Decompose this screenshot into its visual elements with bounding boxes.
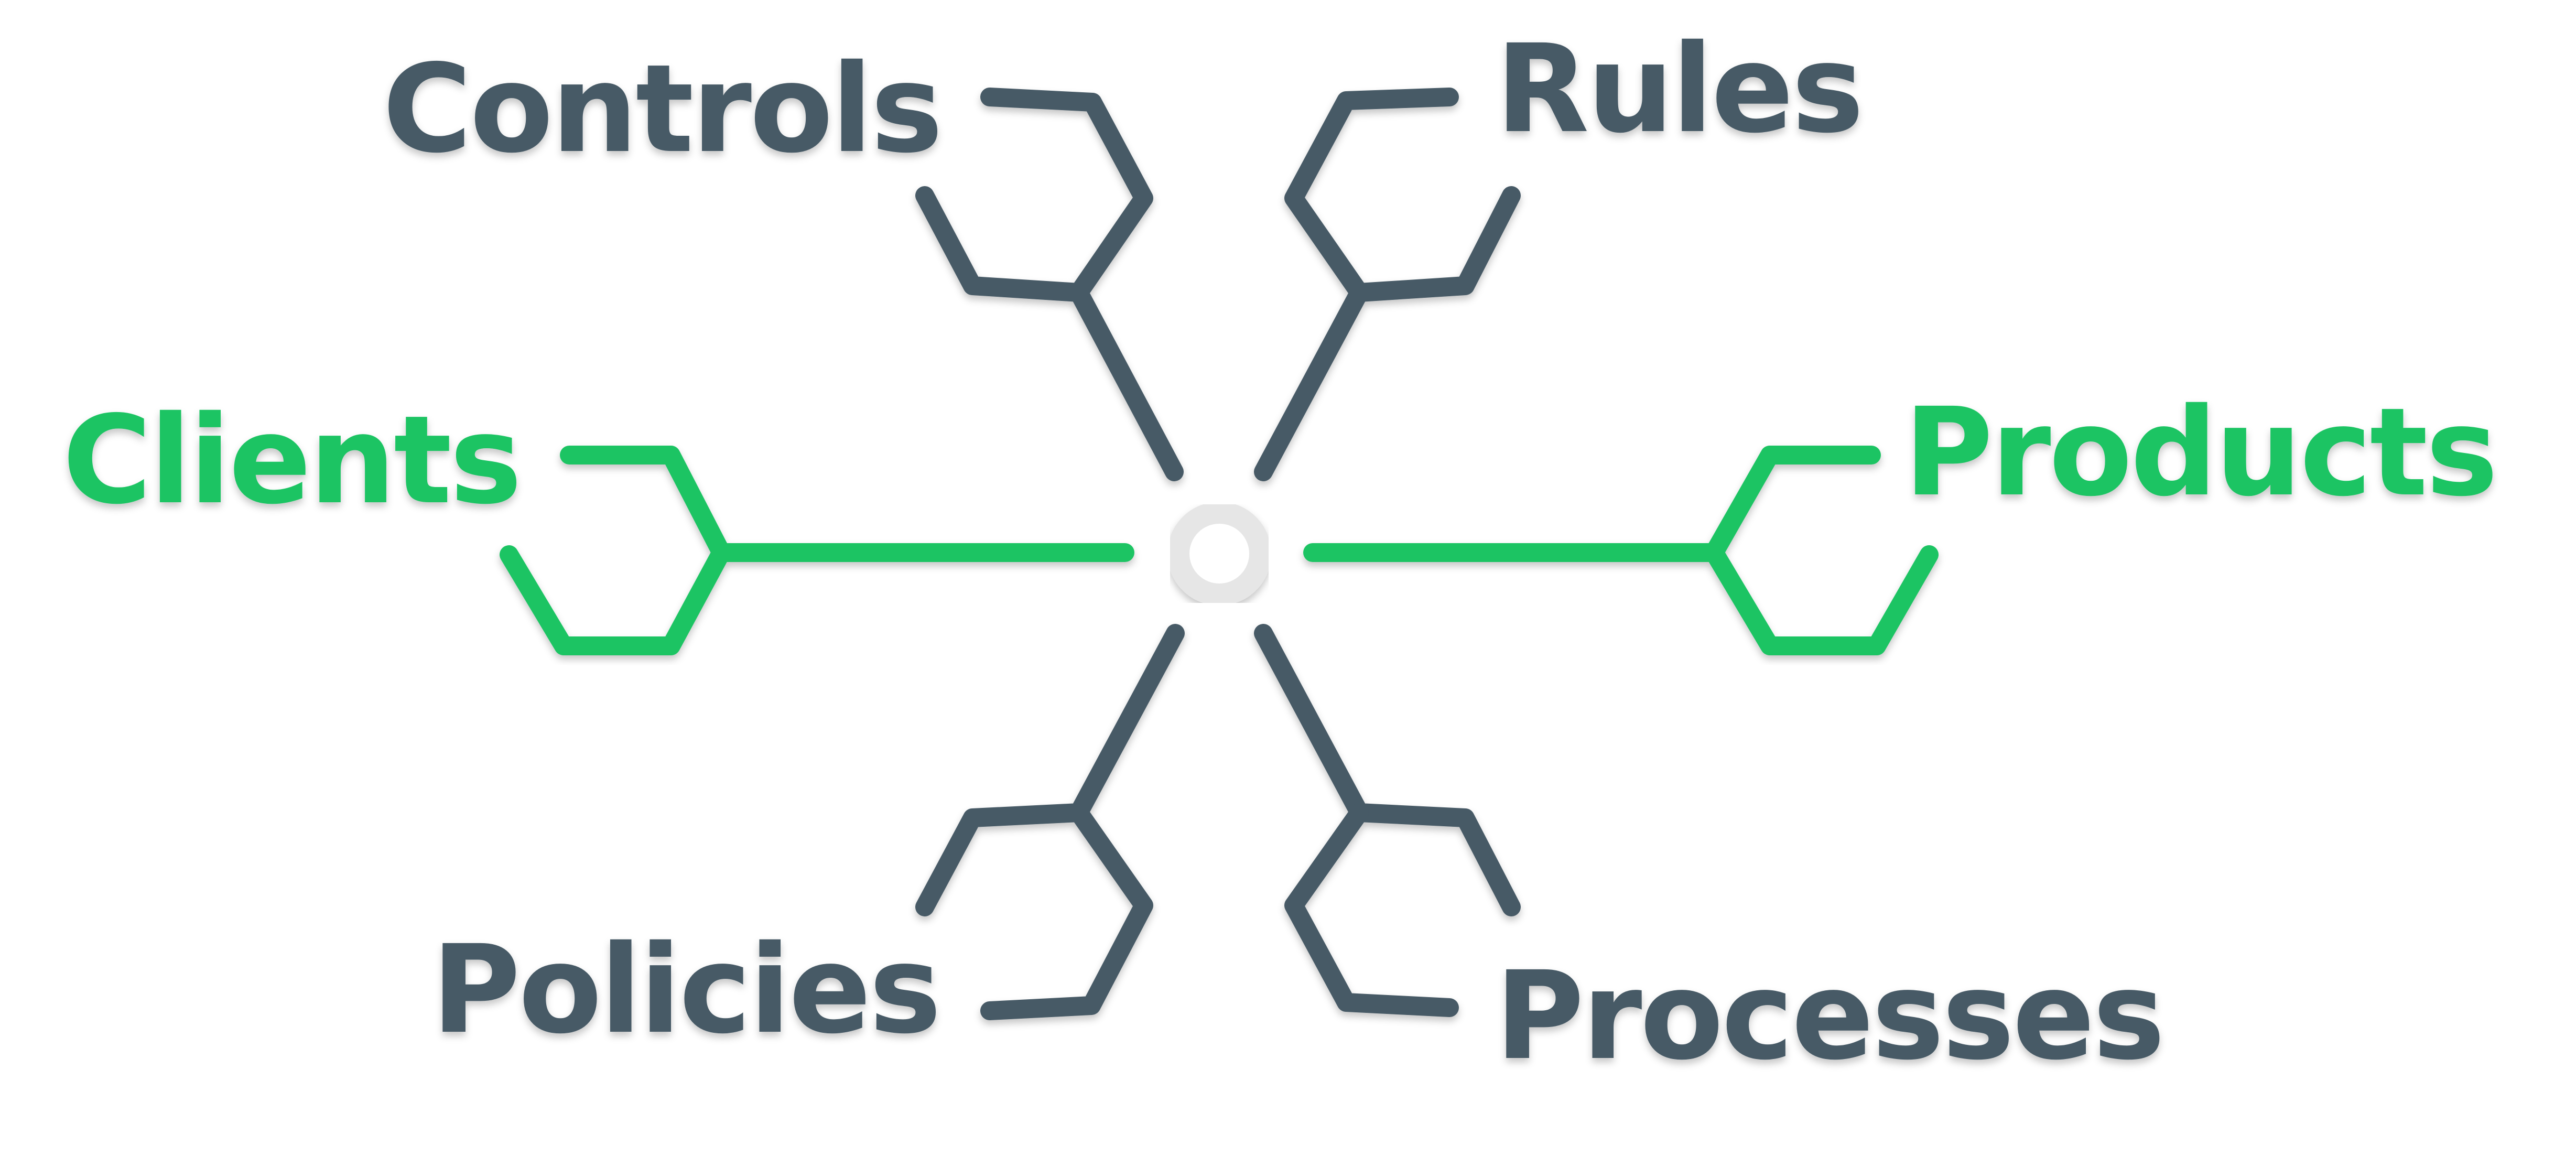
arm-controls — [915, 88, 1184, 481]
connector-products — [1303, 446, 1881, 562]
label-policies: Policies — [431, 919, 939, 1061]
label-controls: Controls — [383, 38, 941, 180]
arm-products — [1303, 446, 1939, 655]
branch-rules — [1284, 88, 1459, 302]
label-clients: Clients — [62, 390, 520, 531]
connector-rules — [1254, 186, 1521, 481]
connector-processes — [1254, 624, 1521, 916]
connector-clients — [560, 446, 1134, 562]
branch-controls — [980, 88, 1153, 302]
label-rules: Rules — [1496, 18, 1862, 160]
branch-processes — [1284, 803, 1459, 1017]
branch-products — [1705, 543, 1939, 655]
label-products: Products — [1904, 382, 2496, 523]
arm-policies — [915, 624, 1185, 1020]
branch-clients — [500, 543, 731, 655]
label-processes: Processes — [1495, 945, 2163, 1087]
branch-policies — [980, 803, 1153, 1020]
hub — [1167, 502, 1271, 606]
arm-clients — [500, 446, 1134, 655]
arm-processes — [1254, 624, 1521, 1017]
connector-controls — [915, 186, 1184, 481]
connector-policies — [915, 624, 1185, 916]
ring-icon — [1167, 502, 1271, 606]
arm-rules — [1254, 88, 1521, 481]
